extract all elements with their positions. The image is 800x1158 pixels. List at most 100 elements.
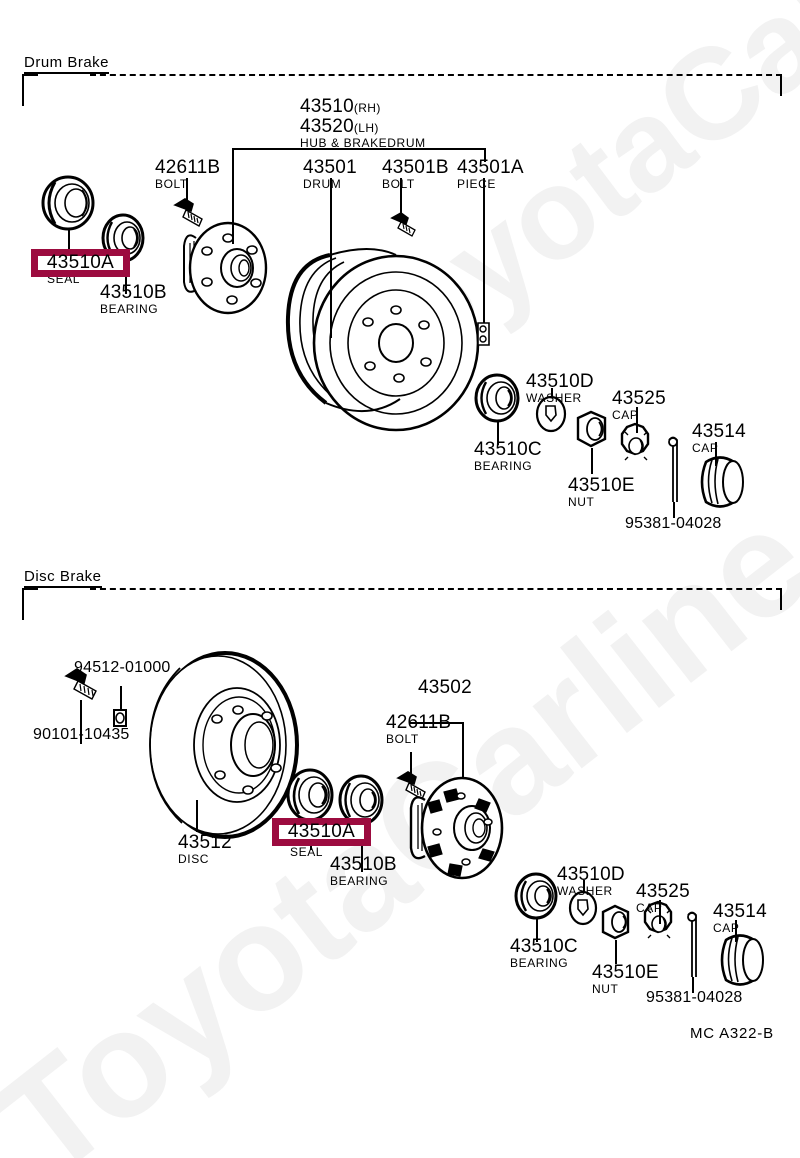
disc-seal-illustration xyxy=(286,768,334,822)
label-hub-group: 43510(RH) 43520(LH) HUB & BRAKEDRUM xyxy=(300,97,426,149)
leader-line-bearing-b-disc xyxy=(361,824,363,872)
leader-line-washer xyxy=(551,388,553,398)
label-nut-43510e-disc-name: NUT xyxy=(592,981,619,996)
label-hub-name: HUB & BRAKEDRUM xyxy=(300,135,426,150)
leader-line-washer-disc xyxy=(583,880,585,892)
label-nut-43510e-disc-number: 43510E xyxy=(592,962,659,983)
label-disc-43512: 43512 DISC xyxy=(178,833,232,865)
label-nut-43510e: 43510E NUT xyxy=(568,476,635,508)
label-bolt-42611b-disc-name: BOLT xyxy=(386,731,419,746)
label-drum-43501-number: 43501 xyxy=(303,157,357,178)
label-bolt-42611b-number: 42611B xyxy=(155,157,221,178)
leader-line-cotter-pin-disc xyxy=(692,977,694,993)
label-cap-43525-disc-number: 43525 xyxy=(636,881,690,902)
label-cotter-pin-95381-disc: 95381-04028 xyxy=(646,989,743,1007)
label-cotter-pin-95381-number: 95381-04028 xyxy=(625,515,722,532)
drum-brake-artwork xyxy=(41,175,744,508)
label-washer-43510d: 43510D WASHER xyxy=(526,372,594,404)
label-bearing-43510c: 43510C BEARING xyxy=(474,440,542,472)
divider-end-bracket xyxy=(780,74,782,96)
leader-line-disc-43512 xyxy=(196,800,198,832)
disc-bearing-b-illustration xyxy=(338,774,384,826)
label-cap-43514-number: 43514 xyxy=(692,421,746,442)
label-bearing-43510c-name: BEARING xyxy=(474,458,533,473)
leader-line-hub-43502 xyxy=(462,722,464,778)
drum-brake-section-divider: Drum Brake xyxy=(22,54,782,106)
seal-illustration xyxy=(41,175,95,231)
leader-line-cap-43514 xyxy=(715,442,717,466)
leader-line-nut-94512 xyxy=(120,686,122,710)
label-nut-43510e-disc: 43510E NUT xyxy=(592,963,659,995)
label-bolt-90101-number: 90101-10435 xyxy=(33,726,130,743)
disc-brake-section-title: Disc Brake xyxy=(24,568,102,588)
disc-brake-artwork xyxy=(64,651,764,986)
highlight-box-seal-drum[interactable]: 43510A xyxy=(31,249,130,277)
label-washer-43510d-disc-name: WASHER xyxy=(557,883,613,898)
label-cap-43514-disc: 43514 CAP xyxy=(713,902,767,934)
leader-line-hub-tick xyxy=(232,148,234,150)
drum-cap-43525-illustration xyxy=(620,422,650,461)
drum-bolt-illustration xyxy=(173,198,203,227)
disc-nut-94512-illustration xyxy=(113,709,127,727)
disc-cap-43514-illustration xyxy=(720,934,764,986)
label-bearing-43510b-disc-name: BEARING xyxy=(330,873,389,888)
disc-washer-illustration xyxy=(568,890,598,926)
label-cap-43514-name: CAP xyxy=(692,440,719,455)
drum-small-bolt-illustration xyxy=(390,212,416,237)
label-cap-43514-disc-number: 43514 xyxy=(713,901,767,922)
drum-washer-illustration xyxy=(535,395,567,433)
label-piece-43501a-number: 43501A xyxy=(457,157,524,178)
leader-line-drum xyxy=(330,178,332,338)
label-bearing-43510c-number: 43510C xyxy=(474,439,542,460)
leader-line-piece xyxy=(483,178,485,323)
label-bearing-43510b: 43510B BEARING xyxy=(100,283,167,315)
label-nut-43510e-name: NUT xyxy=(568,494,595,509)
highlight-box-seal-disc[interactable]: 43510A xyxy=(272,818,371,846)
label-cap-43525-disc: 43525 CAP xyxy=(636,882,690,914)
leader-line-seal xyxy=(68,229,70,257)
label-cotter-pin-95381: 95381-04028 xyxy=(625,515,722,533)
label-disc-43512-name: DISC xyxy=(178,851,210,866)
leader-line-cap-43514-disc xyxy=(735,920,737,942)
divider-end-bracket-2 xyxy=(780,588,782,610)
disc-hub-illustration xyxy=(409,776,504,880)
label-cap-43525-name: CAP xyxy=(612,407,639,422)
label-disc-43512-number: 43512 xyxy=(178,832,232,853)
disc-bolt-42611b-illustration xyxy=(396,771,426,800)
disc-brake-section-divider: Disc Brake xyxy=(22,568,782,620)
leader-line-bolt-90101 xyxy=(80,700,82,744)
leader-line-bearing-c-disc xyxy=(536,918,538,942)
label-nut-43510e-number: 43510E xyxy=(568,475,635,496)
disc-cotter-pin-illustration xyxy=(687,911,697,977)
disc-bearing-c-illustration xyxy=(514,872,558,920)
leader-line-hub-cross-disc xyxy=(410,722,463,724)
brake-drum-illustration xyxy=(285,248,480,432)
drum-piece-illustration xyxy=(477,322,490,346)
leader-line-bearing-b xyxy=(125,262,127,294)
label-cap-43525-disc-name: CAP xyxy=(636,900,663,915)
label-bolt-42611b-disc: 42611B BOLT xyxy=(386,713,451,745)
label-hub-43502: 43502 xyxy=(418,678,472,698)
leader-line-bearing-c xyxy=(497,421,499,445)
highlight-label-seal-disc: 43510A xyxy=(287,821,356,842)
label-bolt-42611b-disc-number: 42611B xyxy=(386,712,452,733)
label-washer-43510d-name: WASHER xyxy=(526,390,582,405)
label-piece-43501a-name: PIECE xyxy=(457,176,497,191)
label-bolt-43501b-number: 43501B xyxy=(382,157,449,178)
divider-left-bracket xyxy=(22,74,38,106)
label-cotter-pin-95381-disc-number: 95381-04028 xyxy=(646,989,743,1006)
leader-line-cap-43525 xyxy=(636,407,638,433)
label-bearing-43510c-disc-number: 43510C xyxy=(510,936,578,957)
label-bearing-43510b-number: 43510B xyxy=(100,282,167,303)
leader-line-nut-disc xyxy=(615,940,617,964)
label-hub-lh-number: 43520(LH) xyxy=(300,115,379,137)
label-bolt-90101: 90101-10435 xyxy=(33,726,130,744)
label-bolt-42611b-name: BOLT xyxy=(155,176,188,191)
disc-nut-illustration xyxy=(601,904,630,940)
label-hub-lh-side: (LH) xyxy=(353,120,379,135)
label-drum-43501: 43501 DRUM xyxy=(303,158,357,190)
disc-rotor-illustration xyxy=(149,651,299,839)
label-washer-43510d-disc-number: 43510D xyxy=(557,864,625,885)
label-bearing-43510b-disc-number: 43510B xyxy=(330,854,397,875)
